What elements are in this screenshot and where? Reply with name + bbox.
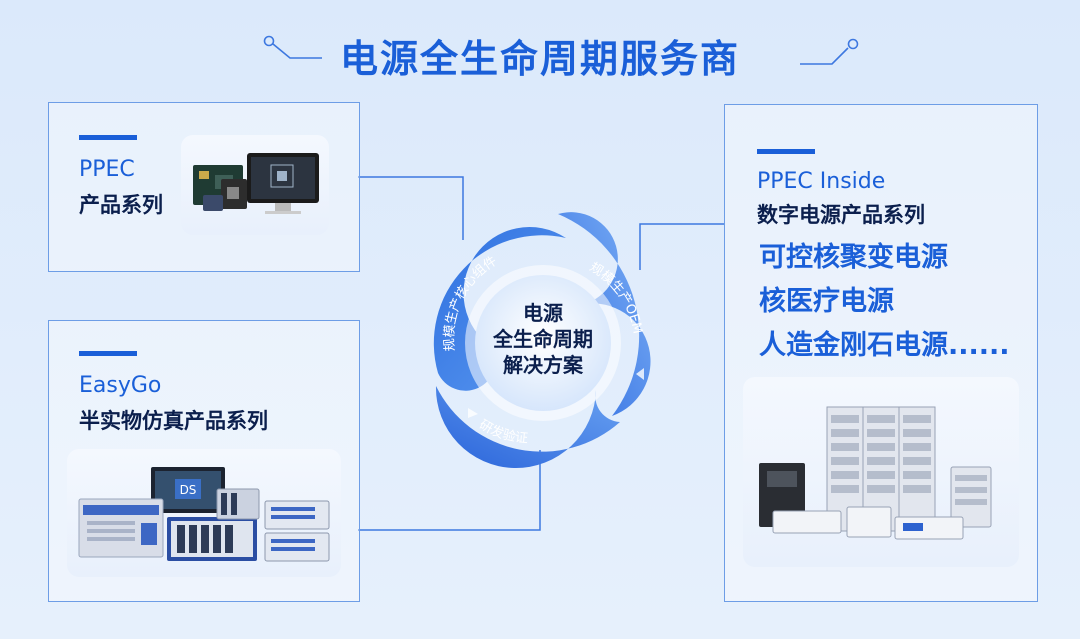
ppec-product-image — [181, 135, 329, 235]
cycle-arrow-icon — [636, 368, 644, 380]
ppec-inside-panel: PPEC Inside 数字电源产品系列 可控核聚变电源 核医疗电源 人造金刚石… — [724, 104, 1038, 602]
ds-screen-label: DS — [180, 483, 197, 497]
easygo-product-image: DS — [67, 449, 341, 577]
easygo-title: EasyGo — [79, 373, 162, 398]
inside-title: PPEC Inside — [757, 169, 886, 194]
ppec-panel: PPEC 产品系列 — [48, 102, 360, 272]
easygo-hardware-icon: DS — [78, 467, 330, 562]
easygo-subtitle: 半实物仿真产品系列 — [79, 409, 268, 433]
cycle-arrow-icon — [468, 408, 478, 418]
ppec-subtitle: 产品系列 — [79, 193, 163, 217]
page-title: 电源全生命周期服务商 — [339, 37, 740, 81]
center-line: 电源 — [523, 301, 563, 325]
segment-rd-verification — [435, 386, 620, 469]
ppec-accent-bar — [79, 135, 137, 140]
inside-item: 人造金刚石电源...... — [759, 330, 1010, 361]
easygo-accent-bar — [79, 351, 137, 356]
lifecycle-cycle-diagram: 电源 全生命周期 解决方案 规模生产核心组件 规模生产OEM 研发验证 — [433, 212, 651, 469]
inside-product-image — [743, 377, 1019, 567]
title-deco-right-icon — [800, 38, 859, 65]
segment-oem — [558, 212, 651, 416]
ppec-title: PPEC — [79, 157, 135, 182]
inside-subtitle: 数字电源产品系列 — [757, 203, 925, 227]
inside-item: 核医疗电源 — [759, 286, 894, 317]
center-line: 全生命周期 — [492, 327, 593, 351]
inside-item: 可控核聚变电源 — [759, 242, 948, 273]
power-cabinet-icon — [759, 406, 992, 540]
title-deco-left-icon — [263, 35, 322, 59]
ppec-hardware-icon — [193, 153, 319, 214]
easygo-panel: EasyGo 半实物仿真产品系列 DS — [48, 320, 360, 602]
center-line: 解决方案 — [503, 353, 584, 377]
inside-accent-bar — [757, 149, 815, 154]
